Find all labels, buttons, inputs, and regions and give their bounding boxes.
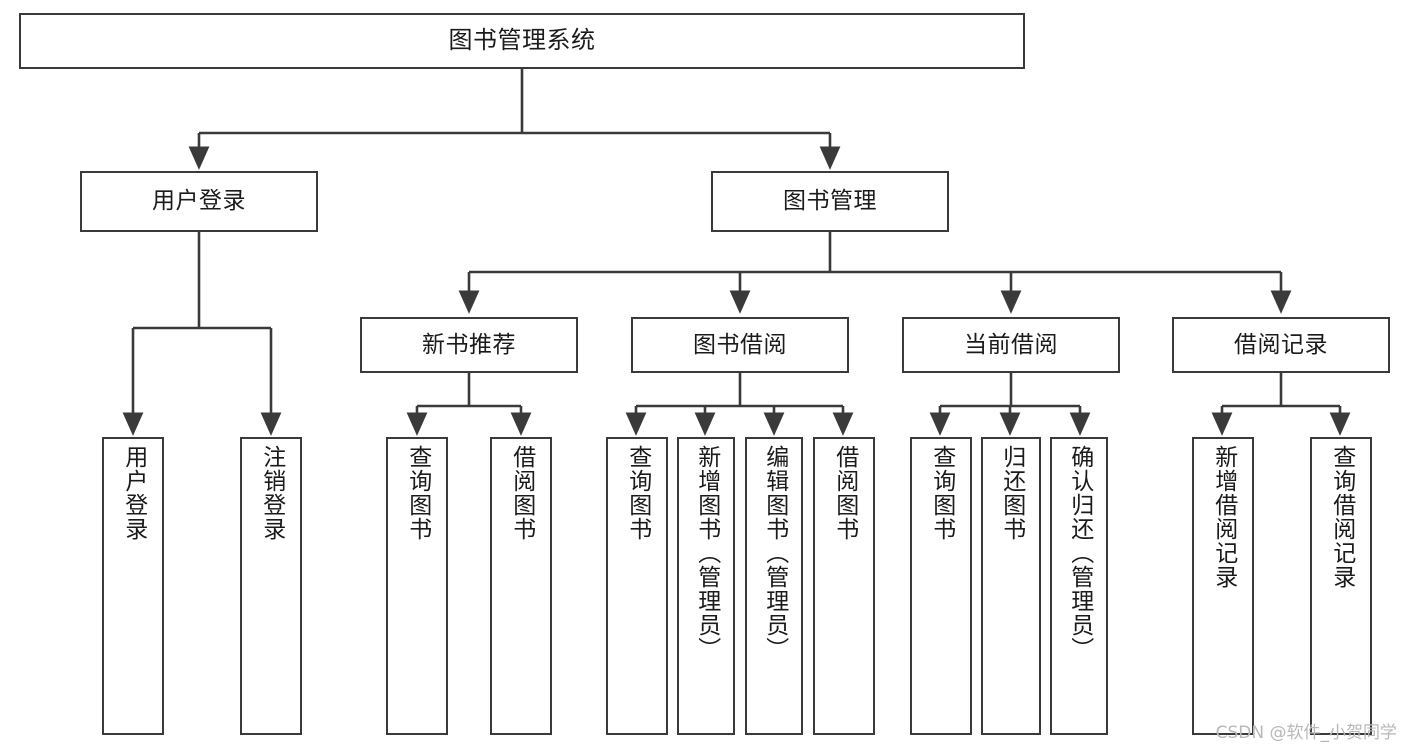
node-book-management[interactable]: 图书管理 (711, 171, 949, 232)
node-label: 用户登录 (152, 188, 246, 215)
node-label: 图书管理 (783, 188, 877, 215)
node-label: 新书推荐 (422, 331, 516, 358)
node-user-login[interactable]: 用户登录 (80, 171, 318, 232)
node-label: 借阅图书 (831, 445, 858, 541)
node-label: 新增借阅记录 (1210, 445, 1237, 589)
node-label: 新增图书（管理员） (693, 445, 720, 661)
node-label: 图书管理系统 (448, 26, 596, 55)
node-borrow-record[interactable]: 借阅记录 (1172, 317, 1390, 373)
node-label: 编辑图书（管理员） (761, 445, 788, 661)
node-leaf-add-borrow-record[interactable]: 新增借阅记录 (1192, 437, 1254, 735)
node-leaf-return-book[interactable]: 归还图书 (981, 437, 1041, 735)
node-leaf-user-login[interactable]: 用户登录 (102, 437, 164, 735)
node-label: 确认归还（管理员） (1066, 445, 1093, 661)
node-label: 查询图书 (624, 445, 651, 541)
node-leaf-query-book-recommend[interactable]: 查询图书 (386, 437, 448, 735)
csdn-watermark: CSDN @软件_小贺同学 (1215, 723, 1397, 743)
node-new-book-recommend[interactable]: 新书推荐 (360, 317, 578, 373)
node-label: 当前借阅 (964, 331, 1058, 358)
node-label: 用户登录 (120, 445, 147, 541)
node-label: 查询借阅记录 (1328, 445, 1355, 589)
node-leaf-borrow-book-borrow[interactable]: 借阅图书 (813, 437, 875, 735)
node-current-borrow[interactable]: 当前借阅 (902, 317, 1120, 373)
node-label: 查询图书 (404, 445, 431, 541)
node-leaf-add-book-admin[interactable]: 新增图书（管理员） (677, 437, 735, 735)
node-leaf-query-book-current[interactable]: 查询图书 (910, 437, 972, 735)
node-leaf-borrow-book-recommend[interactable]: 借阅图书 (490, 437, 552, 735)
node-leaf-confirm-return-admin[interactable]: 确认归还（管理员） (1050, 437, 1108, 735)
node-label: 借阅记录 (1234, 331, 1328, 358)
node-leaf-query-book-borrow[interactable]: 查询图书 (606, 437, 668, 735)
node-label: 归还图书 (998, 445, 1025, 541)
node-leaf-query-borrow-record[interactable]: 查询借阅记录 (1310, 437, 1372, 735)
node-book-borrow[interactable]: 图书借阅 (631, 317, 849, 373)
node-label: 查询图书 (928, 445, 955, 541)
node-root-book-management-system[interactable]: 图书管理系统 (19, 13, 1025, 69)
node-label: 图书借阅 (693, 331, 787, 358)
node-leaf-logout-login[interactable]: 注销登录 (240, 437, 302, 735)
node-label: 借阅图书 (508, 445, 535, 541)
node-label: 注销登录 (258, 445, 285, 541)
node-leaf-edit-book-admin[interactable]: 编辑图书（管理员） (745, 437, 803, 735)
